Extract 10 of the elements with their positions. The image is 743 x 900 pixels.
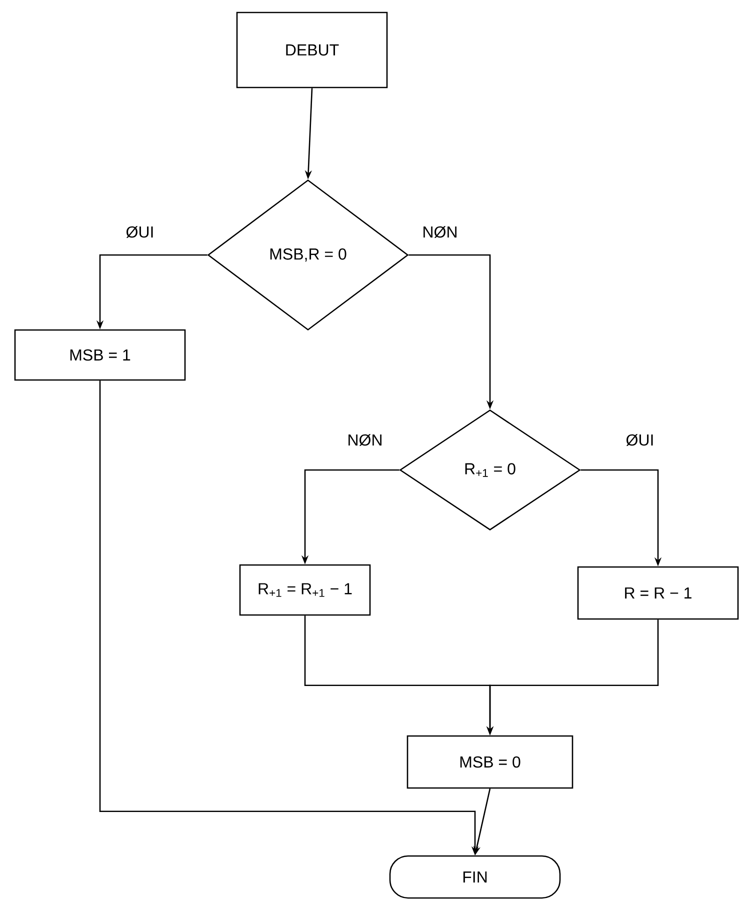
terminal-box: FIN (389, 855, 561, 899)
process-box: R = R − 1 (577, 566, 739, 620)
edge-label: ØUI (124, 224, 156, 240)
process-box: DEBUT (236, 12, 388, 88)
edge-label: NØN (420, 224, 460, 240)
edge-label: NØN (345, 432, 385, 448)
process-box: R$_{+1}$ = R$_{+1}$ − 1 (239, 564, 371, 616)
process-box: MSB = 1 (14, 329, 186, 381)
process-box: MSB = 0 (406, 735, 574, 789)
edge-label: ØUI (624, 432, 656, 448)
